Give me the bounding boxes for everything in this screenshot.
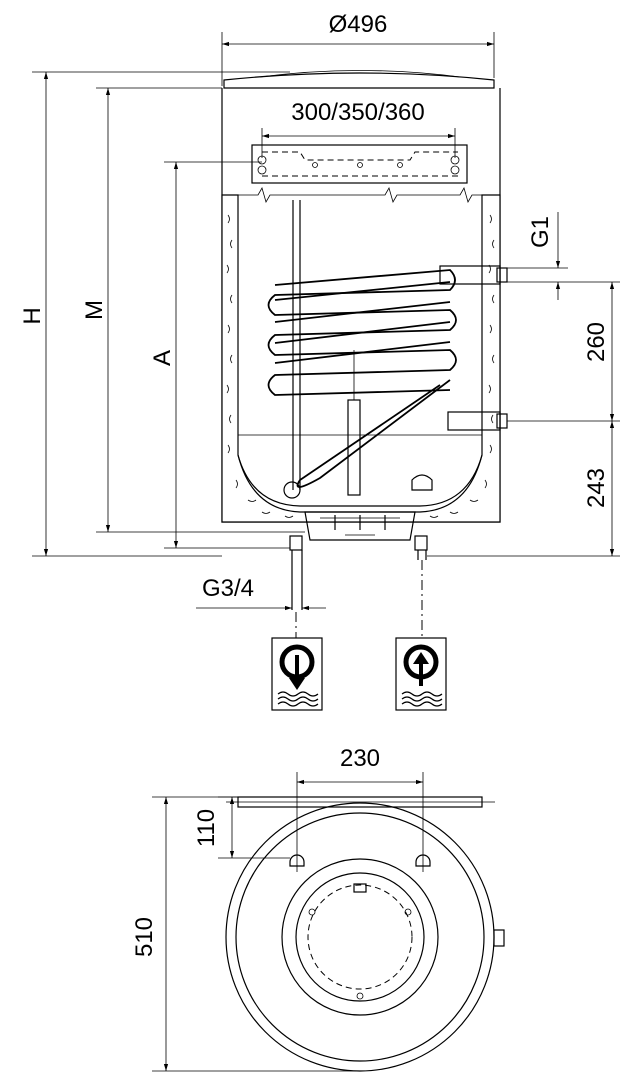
front-view xyxy=(221,70,508,638)
lower-offset-label: 243 xyxy=(583,468,610,508)
top-view xyxy=(225,796,505,1072)
dimension-lines xyxy=(32,32,620,611)
bottom-flange xyxy=(304,511,416,541)
depth-label: 510 xyxy=(131,917,158,957)
hole-spacing-label: 230 xyxy=(340,745,380,772)
wall-bracket xyxy=(251,144,468,184)
top-view-dimensions xyxy=(152,772,424,1072)
height-m-label: M xyxy=(81,300,108,320)
diameter-label: Ø496 xyxy=(329,11,388,38)
thread-g34-label: G3/4 xyxy=(202,575,254,602)
heat-exchanger-coil xyxy=(267,265,508,499)
hole-offset-label: 110 xyxy=(193,809,220,847)
thread-g1-label: G1 xyxy=(527,216,554,248)
coil-spacing-label: 260 xyxy=(583,322,610,362)
height-a-label: A xyxy=(149,350,176,366)
height-h-label: H xyxy=(19,307,46,324)
bracket-spacing-label: 300/350/360 xyxy=(291,99,424,126)
hot-water-outlet-icon xyxy=(395,637,447,711)
cold-water-inlet-icon xyxy=(271,637,323,711)
